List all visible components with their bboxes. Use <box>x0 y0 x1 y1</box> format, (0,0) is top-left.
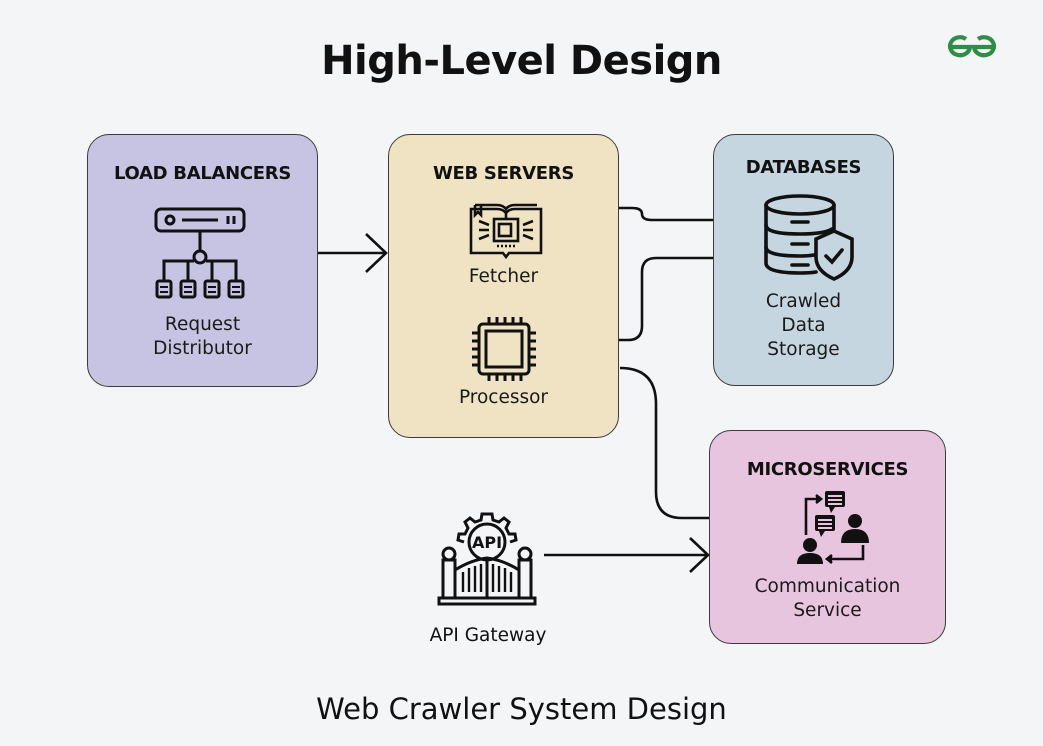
request-distributor-label: Request Distributor <box>88 313 317 361</box>
request-distributor-icon <box>154 207 246 299</box>
connector-processor-to-micro <box>619 366 754 520</box>
label-line: Crawled <box>765 291 842 312</box>
label-line: Request <box>164 314 241 335</box>
api-gateway-label: API Gateway <box>429 625 547 646</box>
svg-text:API: API <box>472 533 502 552</box>
web-servers-group[interactable]: WEB SERVERS Fetcher Processor <box>388 134 619 438</box>
databases-title: DATABASES <box>745 157 862 178</box>
microservices-group[interactable]: MICROSERVICES Communication Service <box>709 430 946 644</box>
microservices-title: MICROSERVICES <box>746 459 909 480</box>
arrowhead-lb-to-web <box>365 233 388 273</box>
connector-fetcher-to-db <box>548 206 754 222</box>
geeksforgeeks-logo-icon <box>947 35 997 58</box>
fetcher-label: Fetcher <box>468 266 539 287</box>
page-title: High-Level Design <box>321 38 722 84</box>
secure-database-icon <box>764 194 854 281</box>
communication-icon <box>797 491 869 565</box>
fetcher-icon <box>469 203 543 260</box>
label-line: Distributor <box>153 338 252 359</box>
load-balancers-group[interactable]: LOAD BALANCERS Request Distributor <box>87 134 318 387</box>
api-gateway-icon[interactable]: API <box>437 510 537 608</box>
processor-icon <box>472 317 536 381</box>
label-line: Storage <box>767 339 840 360</box>
processor-label: Processor <box>458 387 549 408</box>
databases-group[interactable]: DATABASES Crawled Data Storage <box>713 134 894 386</box>
arrowhead-api-to-micro <box>689 537 710 573</box>
label-line: Service <box>793 600 862 621</box>
communication-service-label: Communication Service <box>710 575 945 623</box>
diagram-caption: Web Crawler System Design <box>316 692 727 726</box>
web-servers-title: WEB SERVERS <box>432 163 574 184</box>
connector-processor-to-db <box>548 256 754 342</box>
label-line: Data <box>781 315 826 336</box>
label-line: Communication <box>754 576 901 597</box>
load-balancers-title: LOAD BALANCERS <box>113 163 292 184</box>
crawled-data-storage-label: Crawled Data Storage <box>714 290 893 362</box>
